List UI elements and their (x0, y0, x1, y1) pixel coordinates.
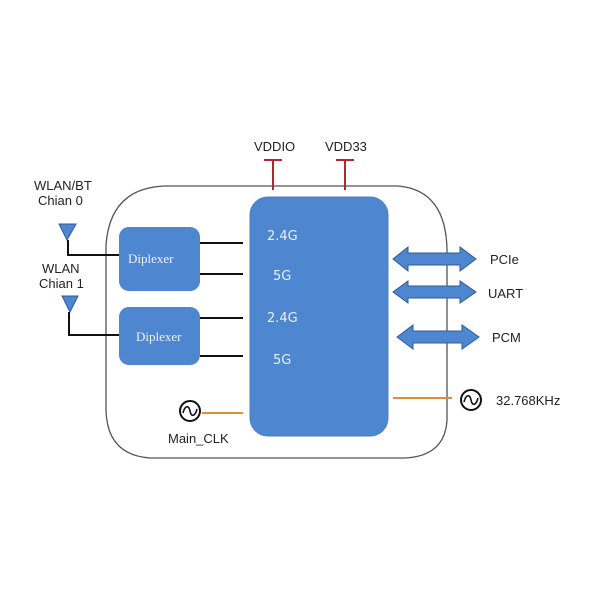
main-clock: Main_CLK (168, 400, 243, 446)
double-arrow-icon (392, 280, 477, 304)
interface-pcie: PCIe (392, 245, 519, 273)
power-vdd33: VDD33 (325, 139, 367, 190)
wifi-bt-chip (249, 196, 389, 437)
diplexer-0-label: Diplexer (128, 251, 174, 266)
antenna-icon (58, 223, 77, 242)
chip-port-label: 2.4G (267, 311, 298, 326)
antenna-icon (61, 295, 79, 314)
double-arrow-icon (396, 324, 480, 350)
double-arrow-icon (392, 245, 477, 273)
antenna-1-label-line1: WLAN (42, 261, 80, 276)
chip-port-label: 5G (273, 353, 291, 368)
diplexer-0 (119, 227, 200, 291)
pcm-label: PCM (492, 330, 521, 345)
antenna-0: WLAN/BT Chian 0 (34, 178, 120, 256)
vddio-label: VDDIO (254, 139, 295, 154)
power-vddio: VDDIO (254, 139, 295, 190)
antenna-0-label-line1: WLAN/BT (34, 178, 92, 193)
diplexer-1-label: Diplexer (136, 329, 182, 344)
diplexer-1 (119, 307, 200, 365)
pcie-label: PCIe (490, 252, 519, 267)
antenna-1-label-line2: Chian 1 (39, 276, 84, 291)
uart-label: UART (488, 286, 523, 301)
rf-wires (200, 242, 243, 357)
rtc-clock: 32.768KHz (393, 389, 560, 411)
antenna-0-label-line2: Chian 0 (38, 193, 83, 208)
interface-uart: UART (392, 280, 523, 304)
module-outline (105, 185, 448, 459)
chip-port-label: 2.4G (267, 229, 298, 244)
antenna-1: WLAN Chian 1 (39, 261, 120, 336)
vdd33-label: VDD33 (325, 139, 367, 154)
main-clock-label: Main_CLK (168, 431, 229, 446)
oscillator-icon (179, 400, 201, 422)
oscillator-icon (460, 389, 482, 411)
chip-port-label: 5G (273, 269, 291, 284)
antenna-1-wire (68, 312, 120, 336)
rtc-clock-label: 32.768KHz (496, 393, 560, 408)
interface-pcm: PCM (396, 324, 521, 350)
antenna-0-wire (67, 240, 120, 256)
